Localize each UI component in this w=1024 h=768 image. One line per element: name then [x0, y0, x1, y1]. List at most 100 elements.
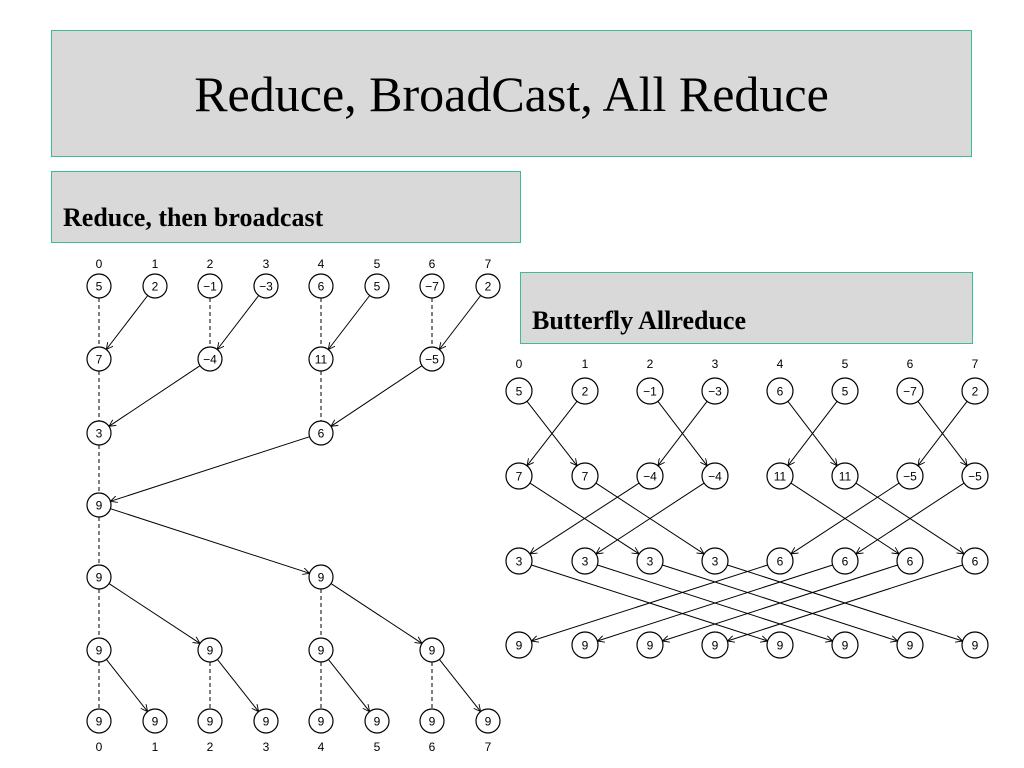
- node-value: 9: [429, 715, 436, 729]
- node-value: −4: [643, 470, 657, 484]
- node-circle: [505, 547, 533, 575]
- butterfly-edge: [791, 482, 900, 554]
- butterfly-edge: [531, 564, 768, 641]
- butterfly-node: −7: [896, 377, 924, 405]
- process-index-bottom: 0: [96, 740, 103, 754]
- node-value: −5: [425, 353, 439, 367]
- butterfly-edge: [596, 482, 705, 554]
- node-circle: [961, 631, 989, 659]
- node-circle: [197, 273, 223, 299]
- butterfly-label-box: Butterfly Allreduce: [520, 272, 973, 344]
- butterfly-node: 2: [961, 377, 989, 405]
- title-box: Reduce, BroadCast, All Reduce: [51, 30, 972, 157]
- node-circle: [896, 377, 924, 405]
- reduce-node: 9: [86, 637, 112, 663]
- butterfly-node: 9: [505, 631, 533, 659]
- node-circle: [86, 637, 112, 663]
- process-index-top: 1: [582, 357, 589, 371]
- node-value: 2: [582, 385, 589, 399]
- process-index-bottom: 6: [429, 740, 436, 754]
- node-value: 9: [582, 639, 589, 653]
- node-circle: [766, 631, 794, 659]
- node-circle: [636, 462, 664, 490]
- node-circle: [961, 377, 989, 405]
- node-circle: [896, 547, 924, 575]
- node-value: −3: [259, 280, 273, 294]
- reduce-node: 3: [86, 420, 112, 446]
- butterfly-edge: [918, 400, 968, 465]
- node-value: 6: [907, 555, 914, 569]
- butterfly-edge: [727, 564, 963, 641]
- node-circle: [505, 462, 533, 490]
- node-circle: [961, 547, 989, 575]
- node-circle: [253, 273, 279, 299]
- reduce-node: 9: [253, 708, 279, 734]
- arrow-edge: [217, 295, 260, 350]
- process-index-top: 2: [207, 257, 214, 271]
- butterfly-node: 11: [766, 462, 794, 490]
- reduce-node: −4: [197, 346, 223, 372]
- reduce-node: 9: [197, 708, 223, 734]
- arrow-edge: [109, 365, 201, 427]
- arrow-edge: [217, 659, 258, 711]
- node-circle: [86, 492, 112, 518]
- reduce-node: −3: [253, 273, 279, 299]
- node-circle: [308, 637, 334, 663]
- arrow-edge: [110, 436, 310, 502]
- node-value: 3: [96, 427, 103, 441]
- reduce-node: 2: [475, 273, 501, 299]
- node-value: 9: [152, 715, 159, 729]
- process-index-top: 3: [712, 357, 719, 371]
- process-index-bottom: 4: [318, 740, 325, 754]
- process-index-top: 7: [485, 257, 492, 271]
- butterfly-node: −5: [896, 462, 924, 490]
- node-circle: [571, 462, 599, 490]
- reduce-node: 9: [86, 708, 112, 734]
- node-value: 5: [516, 385, 523, 399]
- butterfly-node: 3: [505, 547, 533, 575]
- node-value: 9: [207, 644, 214, 658]
- node-value: 11: [774, 470, 787, 484]
- butterfly-edge: [527, 400, 578, 465]
- reduce-node: 9: [364, 708, 390, 734]
- butterfly-node: 5: [831, 377, 859, 405]
- node-circle: [961, 462, 989, 490]
- node-value: 6: [318, 280, 325, 294]
- butterfly-node: 3: [571, 547, 599, 575]
- node-circle: [308, 273, 334, 299]
- reduce-node: 9: [197, 637, 223, 663]
- node-value: 9: [777, 639, 784, 653]
- node-circle: [636, 377, 664, 405]
- node-value: 6: [318, 427, 325, 441]
- node-value: 7: [96, 353, 103, 367]
- process-index-top: 0: [96, 257, 103, 271]
- butterfly-edge: [597, 564, 833, 641]
- node-value: 2: [485, 280, 492, 294]
- node-circle: [766, 462, 794, 490]
- node-circle: [142, 708, 168, 734]
- node-circle: [86, 420, 112, 446]
- arrow-edge: [106, 295, 149, 350]
- node-value: 3: [582, 555, 589, 569]
- node-value: 9: [485, 715, 492, 729]
- node-circle: [308, 708, 334, 734]
- process-index-top: 5: [374, 257, 381, 271]
- butterfly-node: 9: [831, 631, 859, 659]
- node-value: 11: [315, 353, 328, 367]
- butterfly-node: 7: [505, 462, 533, 490]
- process-index-top: 0: [516, 357, 523, 371]
- butterfly-node: 3: [701, 547, 729, 575]
- node-circle: [142, 273, 168, 299]
- butterfly-edge: [530, 482, 640, 554]
- arrow-edge: [110, 508, 309, 574]
- node-value: 9: [647, 639, 654, 653]
- node-circle: [364, 708, 390, 734]
- butterfly-node: 9: [701, 631, 729, 659]
- butterfly-node: 9: [636, 631, 664, 659]
- node-value: 9: [96, 571, 103, 585]
- reduce-node: 9: [308, 564, 334, 590]
- node-value: −4: [708, 470, 722, 484]
- process-index-top: 4: [777, 357, 784, 371]
- node-value: 3: [647, 555, 654, 569]
